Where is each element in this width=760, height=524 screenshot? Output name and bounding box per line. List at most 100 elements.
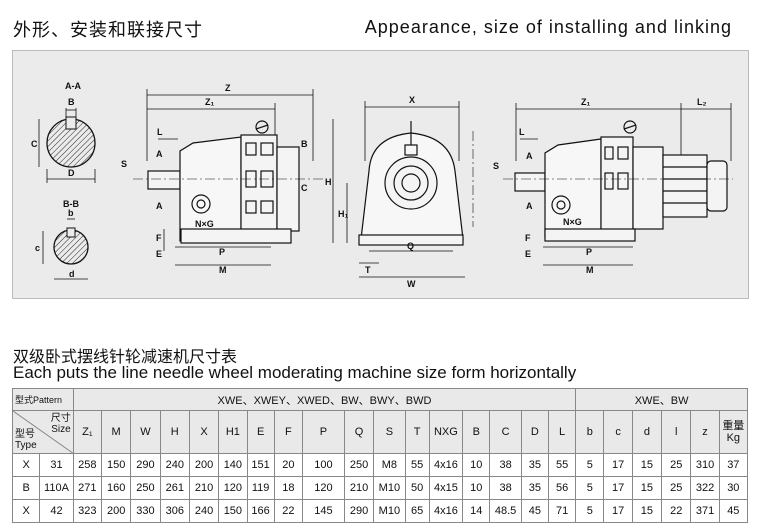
table-cell: 38 [489,453,522,477]
col-header: z [690,410,720,454]
label-z1: Z₁ [205,97,214,107]
table-cell: 20 [273,453,303,477]
table-cell: 4x15 [428,476,464,500]
table-cell: 150 [218,499,248,523]
table-cell: 22 [273,499,303,523]
table-cell: 45 [520,499,550,523]
label-c-small: c [35,243,40,253]
pattern-label: 型式Pattern [12,388,74,411]
table-cell: 166 [246,499,275,523]
table-cell: 271 [72,476,102,500]
label-bb: B-B [63,199,79,209]
label-m-right: M [586,265,594,275]
label-f: F [156,233,162,243]
table-cell: 100 [301,453,345,477]
table-cell: 37 [718,453,749,477]
label-d-small: d [69,269,75,279]
table-cell: 322 [690,476,720,500]
table-cell: 17 [603,499,633,523]
table-cell: 371 [690,499,720,523]
col-header: l [661,410,692,454]
col-header: L [547,410,577,454]
col-header: S [373,410,406,454]
table-cell: X [11,499,41,523]
col-header: M [100,410,132,454]
label-l2: L₂ [697,97,707,107]
label-h: H [325,177,332,187]
col-header: F [273,410,303,454]
table-cell: 200 [100,499,132,523]
label-s: S [121,159,127,169]
label-b: B [68,97,75,107]
label-z1-right: Z₁ [581,97,590,107]
table-cell: 261 [159,476,190,500]
table-cell: 71 [547,499,577,523]
side-view-right-labels: Z₁ L₂ L S A A N×G F E P M [493,97,707,275]
label-s-right: S [493,161,499,171]
table-cell: 306 [159,499,190,523]
label-z: Z [225,83,231,93]
label-aa: A-A [65,81,81,91]
label-b-small: b [68,208,74,218]
table-cell: 15 [631,499,663,523]
table-cell: 119 [246,476,275,500]
label-f-right: F [525,233,531,243]
label-h1: H₁ [338,209,348,219]
label-a-top: A [156,149,163,159]
table-cell: 5 [575,453,605,477]
table-cell: X [11,453,41,477]
page-title-en: Appearance, size of installing and linki… [364,17,732,37]
table-cell: 22 [661,499,692,523]
table-cell: 14 [462,499,491,523]
label-c: C [31,139,38,149]
table-cell: 258 [72,453,102,477]
table-cell: 55 [404,453,430,477]
label-c-dim: C [301,183,308,193]
dimension-table: 型式Pattern XWE、XWEY、XWED、BW、BWY、BWD XWE、B… [11,388,749,523]
label-nxg-right: N×G [563,217,582,227]
col-header: C [489,410,522,454]
label-x: X [409,95,415,105]
side-view-left [133,89,323,266]
section-bb: B-B b c d [35,199,89,280]
table-cell: 120 [218,476,248,500]
label-p: P [219,247,225,257]
table-cell: 323 [72,499,102,523]
table-cell: 18 [273,476,303,500]
table-cell: 17 [603,476,633,500]
table-cell: 4x16 [428,499,464,523]
col-header: Z₁ [72,410,102,454]
col-header: X [188,410,220,454]
table-cell: 65 [404,499,430,523]
label-l: L [157,127,163,137]
table-cell: 48.5 [489,499,522,523]
table-cell: 151 [246,453,275,477]
table-cell: 38 [489,476,522,500]
table-cell: 250 [343,453,375,477]
col-header: d [631,410,663,454]
table-cell: 15 [631,476,663,500]
col-header: W [130,410,161,454]
table-group-row: 型式Pattern XWE、XWEY、XWED、BW、BWY、BWD XWE、B… [12,388,748,411]
table-cell: M10 [373,476,406,500]
table-cell: 25 [661,453,692,477]
label-d: D [68,168,75,178]
table-cell: 45 [718,499,749,523]
table-cell: 5 [575,499,605,523]
table-cell: 330 [130,499,161,523]
table-cell: 290 [130,453,161,477]
col-header: H1 [218,410,248,454]
col-header: Q [343,410,375,454]
table-cell: 150 [100,453,132,477]
table-cell: 240 [188,499,220,523]
label-e: E [156,249,162,259]
label-m: M [219,265,227,275]
table-cell: 200 [188,453,220,477]
table-cell: 42 [39,499,74,523]
col-header: H [159,410,190,454]
table-cell: 290 [343,499,375,523]
page-title-cn: 外形、安装和联接尺寸 [13,20,203,40]
table-cell: 10 [462,476,491,500]
